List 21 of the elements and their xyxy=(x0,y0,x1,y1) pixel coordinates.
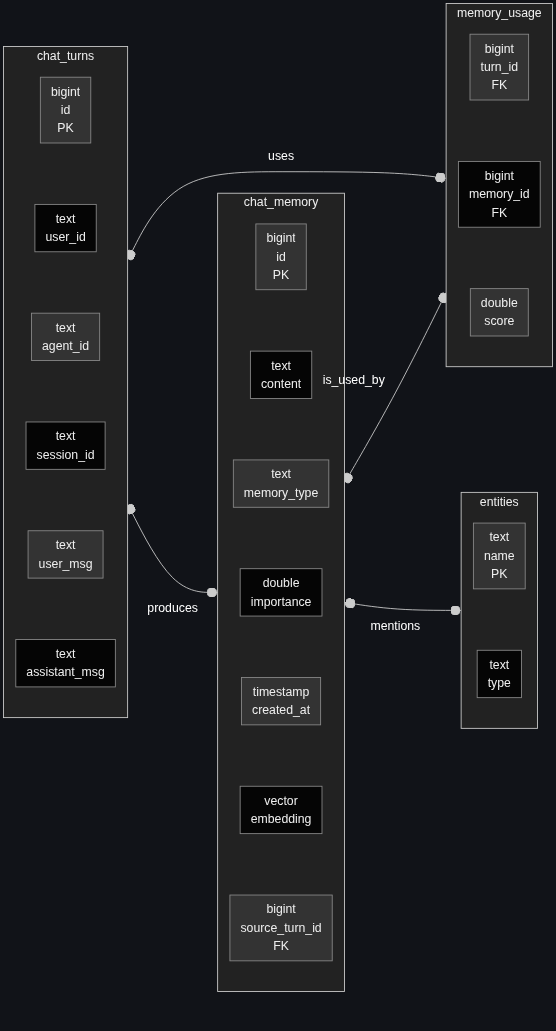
edge-label: produces xyxy=(147,600,198,615)
node-box: bigint source_turn_id FK xyxy=(229,894,333,962)
node-box: text user_msg xyxy=(27,530,104,579)
node-box: text session_id xyxy=(25,421,106,470)
node-box: vector embedding xyxy=(239,785,323,835)
node-box: double score xyxy=(469,288,529,337)
node-box: bigint id PK xyxy=(39,76,92,144)
node-box: text type xyxy=(476,649,522,699)
node-box: text assistant_msg xyxy=(15,639,116,688)
node-box: text user_id xyxy=(34,203,97,253)
node-box: text memory_type xyxy=(232,459,330,508)
node-box: text agent_id xyxy=(31,312,101,361)
node-box: bigint memory_id FK xyxy=(457,161,541,228)
node-box: bigint turn_id FK xyxy=(469,33,530,101)
edge-label: mentions xyxy=(370,618,421,633)
node-box: double importance xyxy=(239,568,323,617)
node-box: timestamp created_at xyxy=(241,677,322,726)
node-box: text content xyxy=(249,350,313,399)
node-box: text name PK xyxy=(472,522,526,590)
edge-label: uses xyxy=(268,148,295,163)
node-box: bigint id PK xyxy=(255,223,307,291)
